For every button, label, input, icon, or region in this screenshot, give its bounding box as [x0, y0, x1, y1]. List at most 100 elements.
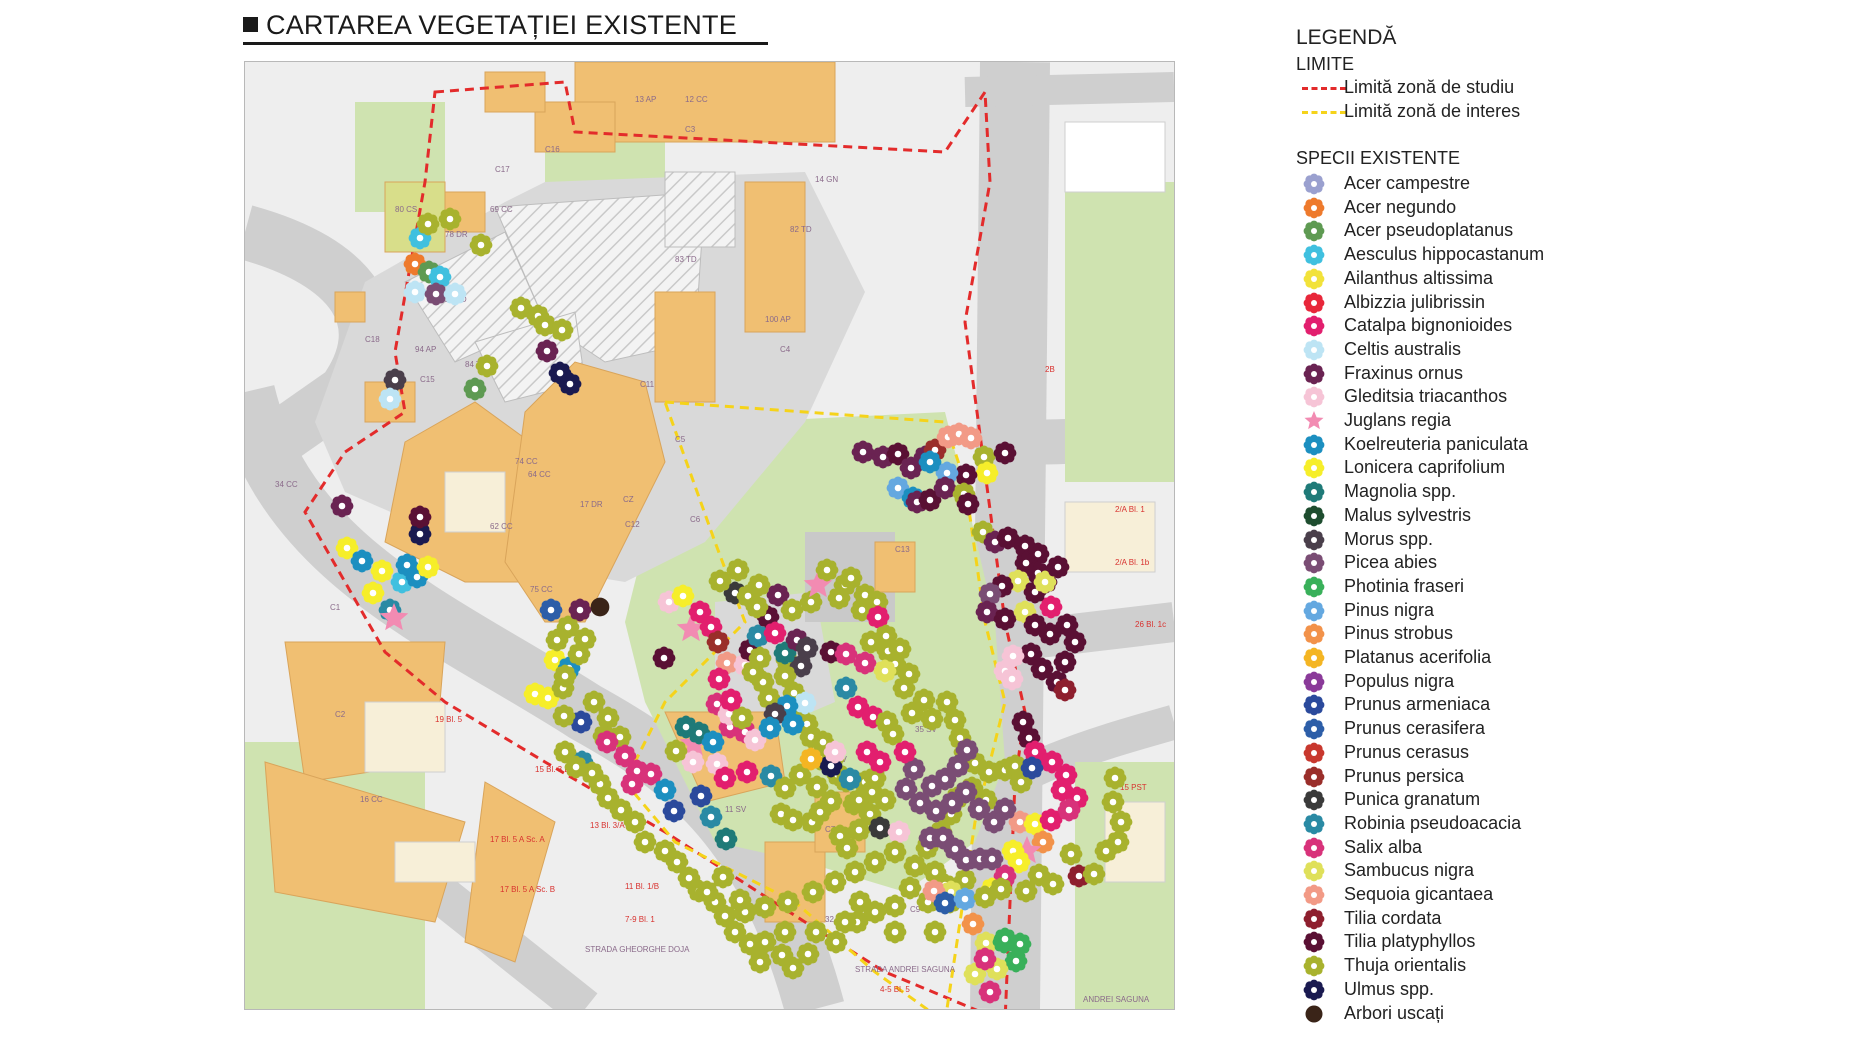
legend-species-label: Robinia pseudoacacia [1344, 812, 1522, 833]
map-label: 35 SV [915, 725, 937, 734]
tree-marker [886, 476, 910, 500]
tree-marker [1103, 766, 1127, 790]
limit-study-zone-label: Limită zonă de studiu [1344, 77, 1515, 97]
tree-marker [1007, 850, 1031, 874]
tree-marker [664, 739, 688, 763]
tree-marker [335, 536, 359, 560]
tree-marker [330, 494, 354, 518]
legend-species-label: Ailanthus altissima [1344, 267, 1494, 288]
tree-marker [993, 797, 1017, 821]
tree-marker [834, 676, 858, 700]
legend-species-label: Photinia fraseri [1344, 575, 1465, 596]
tree-marker [671, 584, 695, 608]
study-zone-boundary [303, 80, 1027, 1009]
tree-marker [1019, 642, 1043, 666]
tree-marker [1053, 678, 1077, 702]
tree-marker [796, 942, 820, 966]
title-text: CARTAREA VEGETAȚIEI EXISTENTE [266, 10, 737, 40]
tree-marker [835, 836, 859, 860]
tree-marker [861, 705, 885, 729]
tree-marker [573, 627, 597, 651]
legend-species-item: Sequoia gicantaea [1296, 883, 1696, 906]
tree-marker [823, 740, 847, 764]
legend-species-label: Salix alba [1344, 836, 1423, 857]
map-title: CARTAREA VEGETAȚIEI EXISTENTE [243, 10, 768, 48]
tree-marker [824, 930, 848, 954]
tree-marker [946, 754, 970, 778]
tree-marker [1059, 842, 1083, 866]
tree-marker [803, 570, 833, 598]
tree-marker [633, 830, 657, 854]
map-label: C6 [690, 515, 701, 524]
tree-marker [843, 860, 867, 884]
tree-marker [676, 614, 706, 642]
tree-marker [989, 877, 1013, 901]
map-label: 100 AP [765, 315, 791, 324]
tree-marker [475, 354, 499, 378]
map-label: 15 Bl. 3 D [535, 765, 570, 774]
legend-species-item: Platanus acerifolia [1296, 646, 1696, 669]
tree-marker [1101, 790, 1125, 814]
tree-marker [839, 566, 863, 590]
legend-species-item: Punica granatum [1296, 788, 1696, 811]
tree-marker [993, 607, 1017, 631]
tree-marker [582, 690, 606, 714]
legend-species-item: Juglans regia [1296, 409, 1696, 432]
flower-icon [1303, 884, 1325, 906]
map-label: 80 CS [395, 205, 417, 214]
legend-species-item: Robinia pseudoacacia [1296, 812, 1696, 835]
tree-marker [735, 760, 759, 784]
legend-species-label: Aesculus hippocastanum [1344, 244, 1545, 265]
tree-marker [975, 461, 999, 485]
tree-marker [920, 774, 944, 798]
tree-marker [1082, 862, 1106, 886]
tree-marker [553, 740, 577, 764]
legend-species-item: Gleditsia triacanthos [1296, 385, 1696, 408]
tree-marker [1041, 872, 1065, 896]
tree-marker [713, 766, 737, 790]
tree-marker [653, 778, 677, 802]
tree-marker [1040, 750, 1064, 774]
legend-species-label: Pinus strobus [1344, 623, 1454, 644]
legend-species-label: Pinus nigra [1344, 599, 1435, 620]
map-label: C2 [335, 710, 346, 719]
tree-marker [863, 900, 887, 924]
flower-icon [1303, 434, 1325, 456]
map-label: 82 TD [790, 225, 812, 234]
legend-species-item: Albizzia julibrissin [1296, 291, 1696, 314]
flower-icon [1303, 694, 1325, 716]
tree-marker [564, 755, 588, 779]
tree-marker [569, 710, 593, 734]
legend-species-item: Tilia cordata [1296, 907, 1696, 930]
tree-marker [953, 868, 977, 892]
legend-species-label: Sambucus nigra [1344, 860, 1475, 881]
tree-marker [953, 887, 977, 911]
map-label: C4 [780, 345, 791, 354]
map-label: 26 Bl. 1c [1135, 620, 1166, 629]
tree-marker [723, 920, 747, 944]
map-label: 19 Bl. 5 [435, 715, 463, 724]
legend-species-item: Catalpa bignonioides [1296, 314, 1696, 337]
tree-marker [788, 763, 812, 787]
tree-marker [730, 706, 754, 730]
legend-species-label: Gleditsia triacanthos [1344, 386, 1508, 407]
tree-marker [799, 747, 823, 771]
legend-species-item: Prunus armeniaca [1296, 693, 1696, 716]
flower-icon [1303, 908, 1325, 930]
legend-species-label: Acer campestre [1344, 173, 1471, 193]
tree-marker [892, 676, 916, 700]
tree-marker [687, 721, 711, 745]
species-heading: SPECII EXISTENTE [1296, 148, 1461, 168]
legend-species-label: Magnolia spp. [1344, 481, 1457, 502]
map-label: 2/A Bl. 1 [1115, 505, 1145, 514]
legend-species-item: Acer campestre [1296, 172, 1696, 195]
legend-species-label: Picea abies [1344, 552, 1438, 573]
tree-marker [719, 688, 743, 712]
legend-species-label: Juglans regia [1344, 410, 1452, 430]
tree-marker [954, 463, 978, 487]
tree-marker [509, 296, 533, 320]
tree-marker [847, 818, 871, 842]
tree-marker [662, 799, 686, 823]
flower-icon [1303, 837, 1325, 858]
